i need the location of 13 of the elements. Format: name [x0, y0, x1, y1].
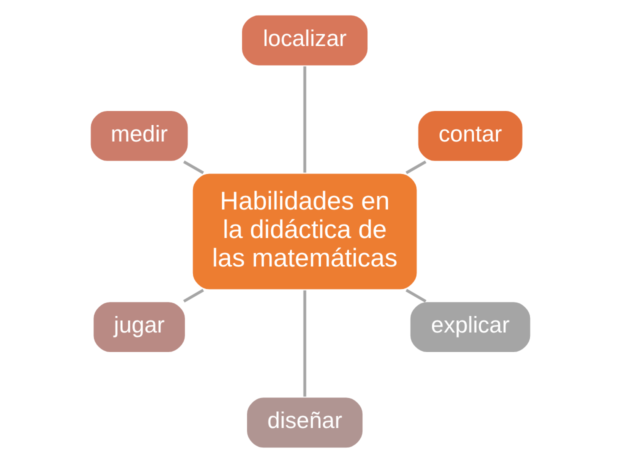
connector [303, 290, 306, 396]
connector [183, 160, 204, 174]
connector [183, 288, 204, 302]
node-box: diseñar [246, 396, 364, 448]
connector [303, 66, 306, 172]
node-box: jugar [92, 300, 186, 353]
connector [406, 288, 426, 302]
node-box: medir [89, 109, 190, 162]
connector [406, 160, 426, 174]
node-box: contar [416, 109, 524, 162]
node-box: localizar [240, 14, 369, 66]
node-box: Habilidades en la didáctica de las matemáticas [191, 172, 418, 290]
node-box: explicar [409, 300, 532, 353]
